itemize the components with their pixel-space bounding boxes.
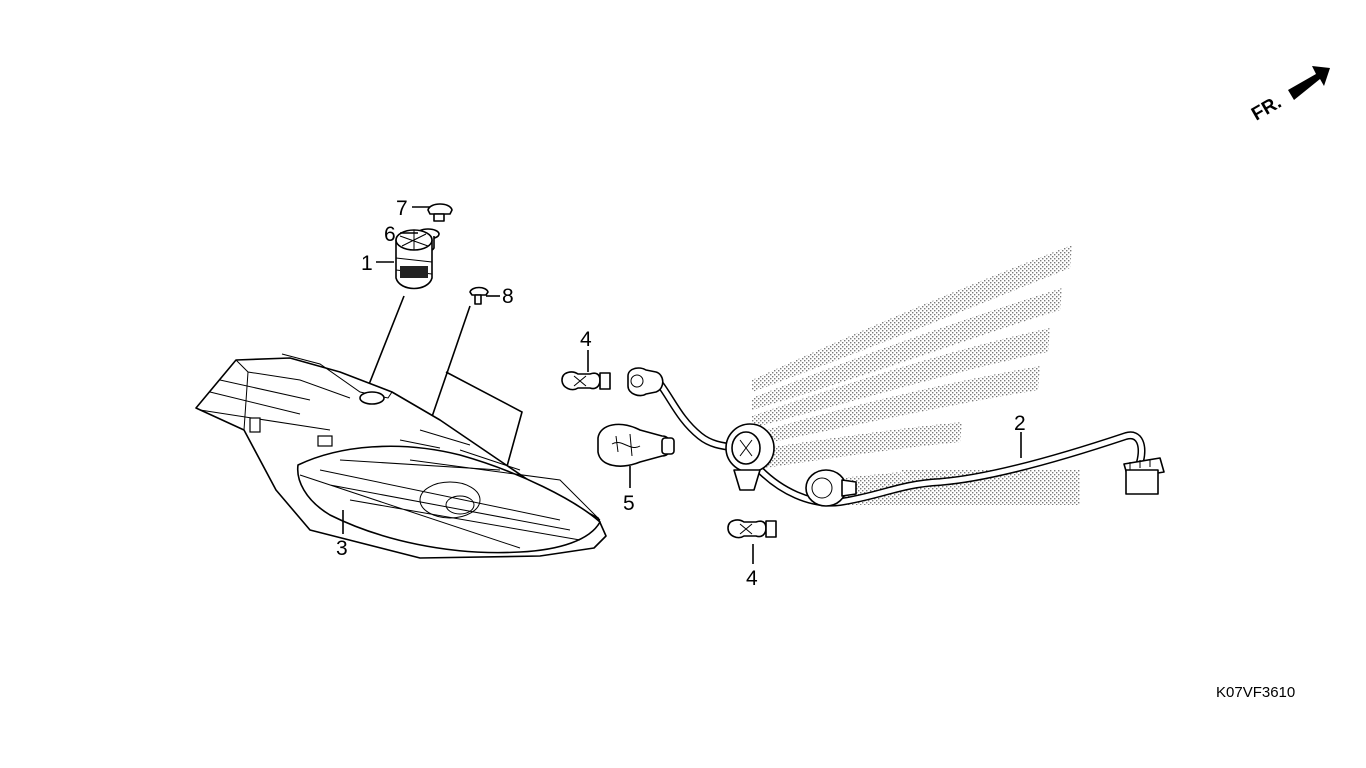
callout-7: 7	[396, 197, 408, 220]
front-direction-indicator: FR.	[1248, 66, 1330, 125]
wedge-bulb-4a	[561, 371, 611, 391]
callout-2: 2	[1014, 412, 1026, 435]
front-label: FR.	[1248, 92, 1285, 125]
grommet-1	[395, 229, 433, 290]
wedge-bulb-4b	[727, 519, 777, 539]
front-arrow-icon	[1288, 66, 1330, 100]
screw-7	[427, 203, 453, 222]
callout-1: 1	[361, 252, 373, 275]
stop-tail-bulb-5	[597, 423, 675, 467]
callout-4-lower: 4	[746, 567, 758, 590]
callout-8: 8	[502, 285, 514, 308]
callout-4-upper: 4	[580, 328, 592, 351]
callout-6: 6	[384, 223, 396, 246]
callout-3: 3	[336, 537, 348, 560]
socket-wire-harness-2	[627, 367, 1165, 507]
tail-light-unit-3	[195, 353, 607, 559]
drawing-code: K07VF3610	[1216, 684, 1295, 701]
screw-8	[469, 286, 489, 305]
callout-5: 5	[623, 492, 635, 515]
